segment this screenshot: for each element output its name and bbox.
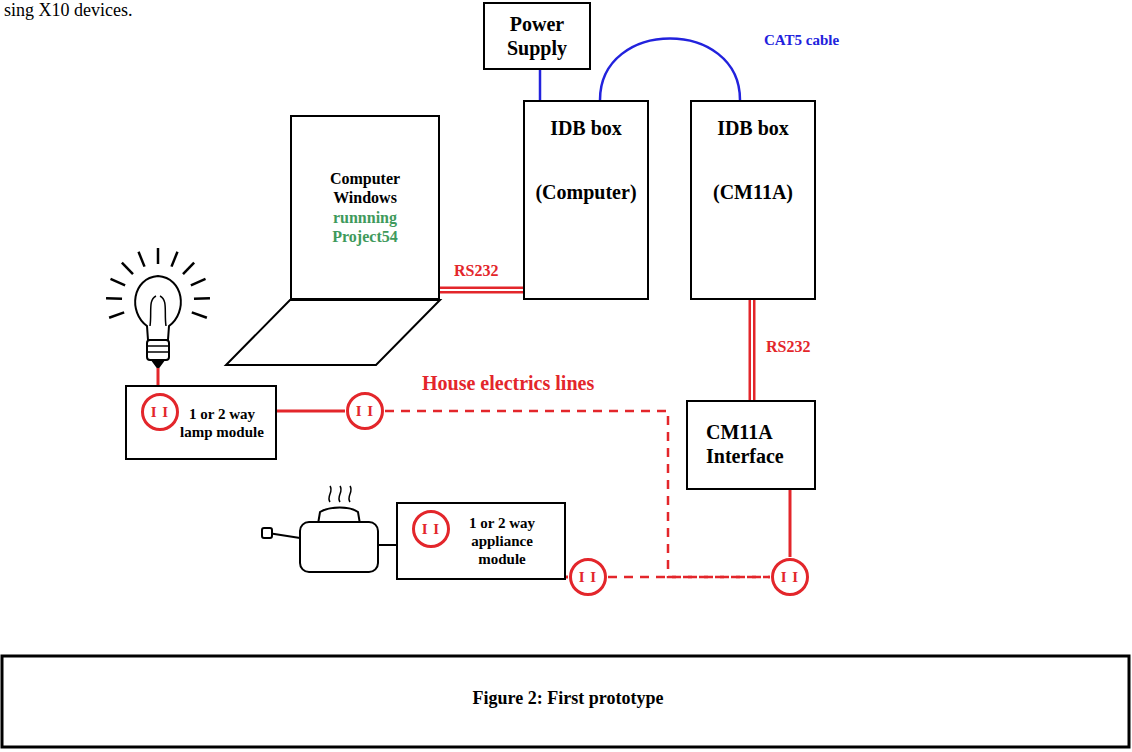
connector-line [751,300,753,400]
connector-label: RS232 [452,262,500,280]
light-ray [183,263,194,275]
box-label: Power Supply [493,12,581,60]
box-label: 1 or 2 way appliance module [446,514,558,568]
idb-box: IDB box (CM11A) [690,100,816,300]
socket-pins: I I [345,391,385,431]
connector-line [600,39,740,101]
socket-pins: I I [411,509,451,549]
light-ray [139,252,145,267]
connector [790,490,791,557]
light-ray [122,263,133,275]
connector [540,70,541,100]
box-label: 1 or 2 way lamp module [175,405,269,441]
light-ray [194,297,210,300]
wall-socket: I I [770,557,810,597]
connector [277,411,345,412]
light-ray [106,297,122,300]
light-ray [110,279,125,286]
connector-label: RS232 [764,338,812,356]
power-supply-box: Power Supply [483,2,591,70]
box-label: (Computer) [531,180,641,204]
box-label: runnning Project54 [320,208,410,246]
connector-line [440,287,523,294]
connector-line [749,300,756,400]
connector-label: CAT5 cable [762,32,841,49]
light-bulb [135,276,181,368]
connector-line [440,289,523,291]
wall-socket: I I [345,391,385,431]
toaster [262,486,378,572]
connector-line [277,410,345,413]
light-ray [109,312,124,317]
laptop-base [226,300,440,365]
box-label: (CM11A) [698,180,808,204]
connector [608,577,770,578]
power-socket: I I [411,509,451,549]
power-socket: I I [140,392,180,432]
connector [600,39,740,101]
light-ray [157,248,160,264]
light-ray [192,312,207,317]
toaster-cord [378,544,396,546]
connector [752,300,753,400]
connector [440,290,523,291]
wall-socket: I I [568,557,608,597]
note-text: sing X10 devices. [2,0,134,21]
box-label: CM11A Interface [706,420,804,468]
box-label: IDB box [531,116,641,140]
box-label: Computer Windows [320,169,410,207]
socket-pins: I I [770,557,810,597]
cm11a-interface-box: CM11A Interface [686,400,816,490]
light-ray [191,279,206,286]
figure-caption: Figure 2: First prototype [0,688,1132,709]
connector-label: House electrics lines [420,372,596,395]
connector-line [608,576,770,579]
socket-pins: I I [568,557,608,597]
light-ray [171,252,177,267]
light-rays [106,248,210,318]
lamp-module: 1 or 2 way lamp moduleI I [125,385,277,460]
idb-box: IDB box (Computer) [523,100,649,300]
connector-line [539,70,542,100]
box-label: IDB box [698,116,808,140]
appliance-module: 1 or 2 way appliance moduleI I [396,502,566,580]
laptop-screen: Computer Windowsrunnning Project54 [290,115,440,300]
socket-pins: I I [140,392,180,432]
connector-line [789,490,792,557]
